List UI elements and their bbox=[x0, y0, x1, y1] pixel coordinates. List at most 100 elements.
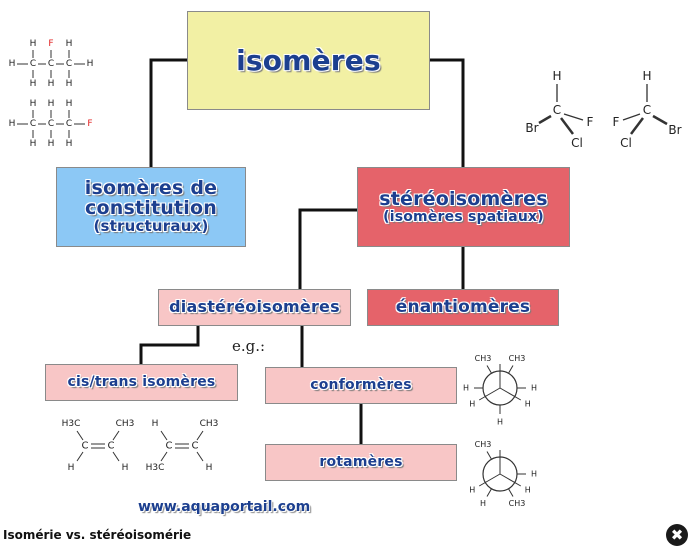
atom-label: CH3 bbox=[475, 440, 492, 449]
atom-label: CH3 bbox=[475, 354, 492, 363]
atom-label: H bbox=[30, 39, 37, 49]
connector-diastereo-cistrans bbox=[139, 326, 200, 364]
bond bbox=[630, 117, 644, 135]
bond bbox=[486, 365, 492, 374]
bond bbox=[160, 451, 168, 462]
atom-label: H bbox=[469, 400, 475, 409]
atom-label: H3C bbox=[146, 463, 165, 473]
atom-label: Br bbox=[668, 123, 681, 137]
bond bbox=[499, 473, 522, 487]
bond bbox=[508, 488, 514, 497]
atom-label: C bbox=[192, 441, 199, 452]
atom-label: H bbox=[531, 470, 537, 479]
atom-label: H3C bbox=[62, 419, 81, 429]
node-diastereo-label: diastéréoisomères bbox=[169, 297, 340, 317]
bond bbox=[112, 430, 120, 441]
bond bbox=[196, 430, 204, 441]
atom-label: H bbox=[30, 139, 37, 149]
atom-label: H bbox=[463, 384, 469, 393]
atom-label: CH3 bbox=[200, 419, 219, 429]
node-cis-trans: cis/trans isomères bbox=[45, 364, 238, 401]
atom-label: C bbox=[643, 103, 651, 117]
node-rotameres-label: rotamères bbox=[319, 454, 403, 471]
atom-label: H bbox=[30, 99, 37, 109]
atom-label: H bbox=[87, 59, 94, 69]
atom-label: C bbox=[166, 441, 173, 452]
node-isomeres-label: isomères bbox=[236, 43, 381, 77]
atom-label: C bbox=[108, 441, 115, 452]
atom-label: H bbox=[525, 486, 531, 495]
node-isomeres: isomères bbox=[187, 11, 430, 110]
connector-isomeres-stereo bbox=[430, 58, 465, 167]
bond bbox=[652, 114, 668, 126]
eg-label: e.g.: bbox=[232, 337, 266, 355]
node-stereoisomeres: stéréoisomères (isomères spatiaux) bbox=[357, 167, 570, 247]
connector-stereo-diastereo bbox=[298, 208, 357, 289]
bond bbox=[563, 113, 584, 121]
bond bbox=[622, 113, 641, 121]
atom-label: C bbox=[30, 59, 36, 69]
bond bbox=[478, 387, 501, 401]
atom-label: F bbox=[587, 115, 594, 129]
connector-isomeres-constitution bbox=[149, 58, 187, 167]
atom-label: CH3 bbox=[116, 419, 135, 429]
atom-label: H bbox=[9, 119, 16, 129]
bond bbox=[560, 117, 574, 135]
atom-label: H bbox=[30, 79, 37, 89]
bond bbox=[160, 430, 168, 441]
bond bbox=[478, 473, 501, 487]
atom-label: H bbox=[497, 418, 503, 427]
atom-label: H bbox=[66, 79, 73, 89]
atom-label: H bbox=[66, 39, 73, 49]
node-constitution-line2: constitution bbox=[85, 197, 217, 220]
node-stereo-line2: (isomères spatiaux) bbox=[383, 208, 544, 225]
node-cistrans-label: cis/trans isomères bbox=[67, 374, 216, 391]
bond bbox=[76, 451, 84, 462]
bond bbox=[196, 451, 204, 462]
atom-label: H bbox=[469, 486, 475, 495]
atom-label: H bbox=[531, 384, 537, 393]
atom-label: H bbox=[48, 99, 55, 109]
atom-label: H bbox=[66, 139, 73, 149]
atom-label: H bbox=[66, 99, 73, 109]
atom-label: H bbox=[122, 463, 129, 473]
atom-label: C bbox=[30, 119, 36, 129]
bond bbox=[499, 387, 522, 401]
atom-label: Cl bbox=[620, 136, 632, 150]
fluorine-label: F bbox=[87, 119, 92, 129]
close-icon[interactable]: ✖ bbox=[666, 524, 688, 546]
atom-label: C bbox=[48, 119, 54, 129]
bond bbox=[112, 451, 120, 462]
atom-label: H bbox=[525, 400, 531, 409]
atom-label: H bbox=[68, 463, 75, 473]
bond bbox=[508, 365, 514, 374]
fluorine-label: F bbox=[48, 39, 53, 49]
node-diastereoisomeres: diastéréoisomères bbox=[158, 289, 351, 326]
atom-label: C bbox=[66, 59, 72, 69]
atom-label: C bbox=[553, 103, 561, 117]
atom-label: H bbox=[9, 59, 16, 69]
node-conformeres: conformères bbox=[265, 367, 457, 404]
atom-label: F bbox=[613, 115, 620, 129]
website-url: www.aquaportail.com bbox=[138, 499, 311, 515]
node-conformeres-label: conformères bbox=[310, 377, 412, 394]
atom-label: H bbox=[152, 419, 159, 429]
node-constitution-line1: isomères de bbox=[84, 177, 218, 200]
bond bbox=[538, 114, 552, 125]
atom-label: H bbox=[48, 79, 55, 89]
image-caption: Isomérie vs. stéréoisomérie bbox=[3, 528, 192, 542]
node-stereo-line1: stéréoisomères bbox=[379, 187, 548, 210]
bond bbox=[486, 451, 492, 460]
atom-label: C bbox=[82, 441, 89, 452]
atom-label: H bbox=[552, 69, 561, 83]
atom-label: CH3 bbox=[509, 354, 526, 363]
atom-label: CH3 bbox=[509, 499, 526, 508]
atom-label: C bbox=[48, 59, 54, 69]
atom-label: H bbox=[206, 463, 213, 473]
bond bbox=[486, 488, 492, 497]
node-enantiomeres: énantiomères bbox=[367, 289, 559, 326]
node-enantio-label: énantiomères bbox=[395, 296, 531, 317]
